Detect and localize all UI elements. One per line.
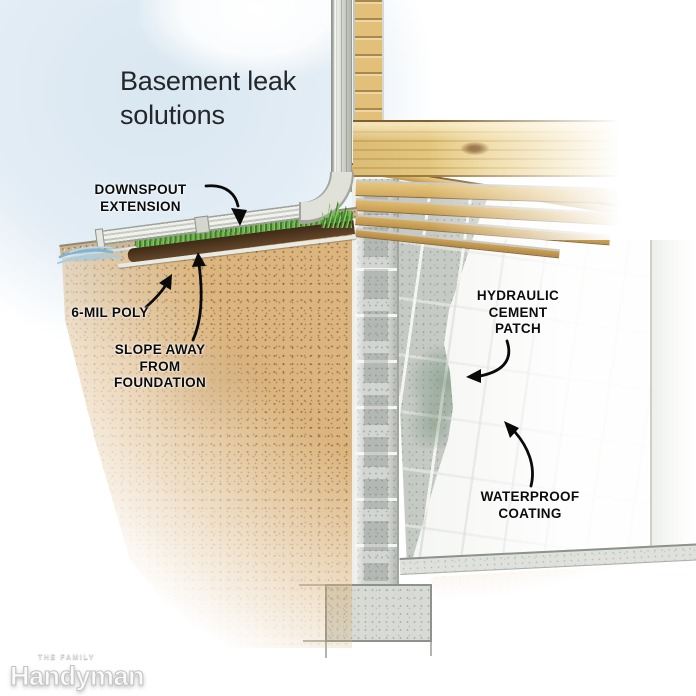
drafting-tick — [430, 642, 432, 656]
downspout-pipe — [331, 0, 352, 192]
pipe-coupling — [194, 215, 211, 235]
callout-line: 6-MIL POLY — [71, 305, 149, 320]
watermark-tagline: THE FAMILY — [38, 654, 95, 661]
back-wall — [650, 226, 696, 547]
handyman-watermark: THE FAMILY Handyman — [9, 654, 145, 692]
block-wall-cross-section — [352, 176, 399, 586]
callout-line: PATCH — [495, 321, 541, 336]
callout-line: COATING — [498, 505, 562, 521]
callout-line: EXTENSION — [100, 198, 181, 214]
page-title: Basement leak solutions — [120, 64, 296, 132]
title-line-2: solutions — [120, 100, 225, 130]
watercolor-fade — [428, 94, 696, 240]
callout-slope-away: SLOPE AWAY FROM FOUNDATION — [95, 342, 225, 392]
block-cores — [364, 181, 388, 581]
callout-downspout-extension: DOWNSPOUT EXTENSION — [58, 182, 223, 215]
callout-hydraulic-cement-patch: HYDRAULIC CEMENT PATCH — [448, 288, 588, 338]
callout-6mil-poly: 6-MIL POLY — [50, 305, 170, 322]
callout-line: CEMENT — [488, 304, 548, 320]
title-line-1: Basement leak — [120, 66, 296, 96]
callout-line: DOWNSPOUT — [94, 182, 187, 197]
drafting-tick — [325, 642, 327, 658]
callout-waterproof-coating: WATERPROOF COATING — [450, 489, 610, 522]
pipe-endcap — [94, 228, 106, 249]
callout-line: WATERPROOF — [480, 489, 580, 504]
callout-line: HYDRAULIC — [476, 288, 560, 303]
callout-line: FROM — [139, 358, 181, 374]
callout-line: FOUNDATION — [114, 375, 206, 390]
callout-line: SLOPE AWAY — [114, 342, 206, 357]
watermark-brand: Handyman — [9, 661, 145, 692]
house-siding — [353, 0, 384, 124]
